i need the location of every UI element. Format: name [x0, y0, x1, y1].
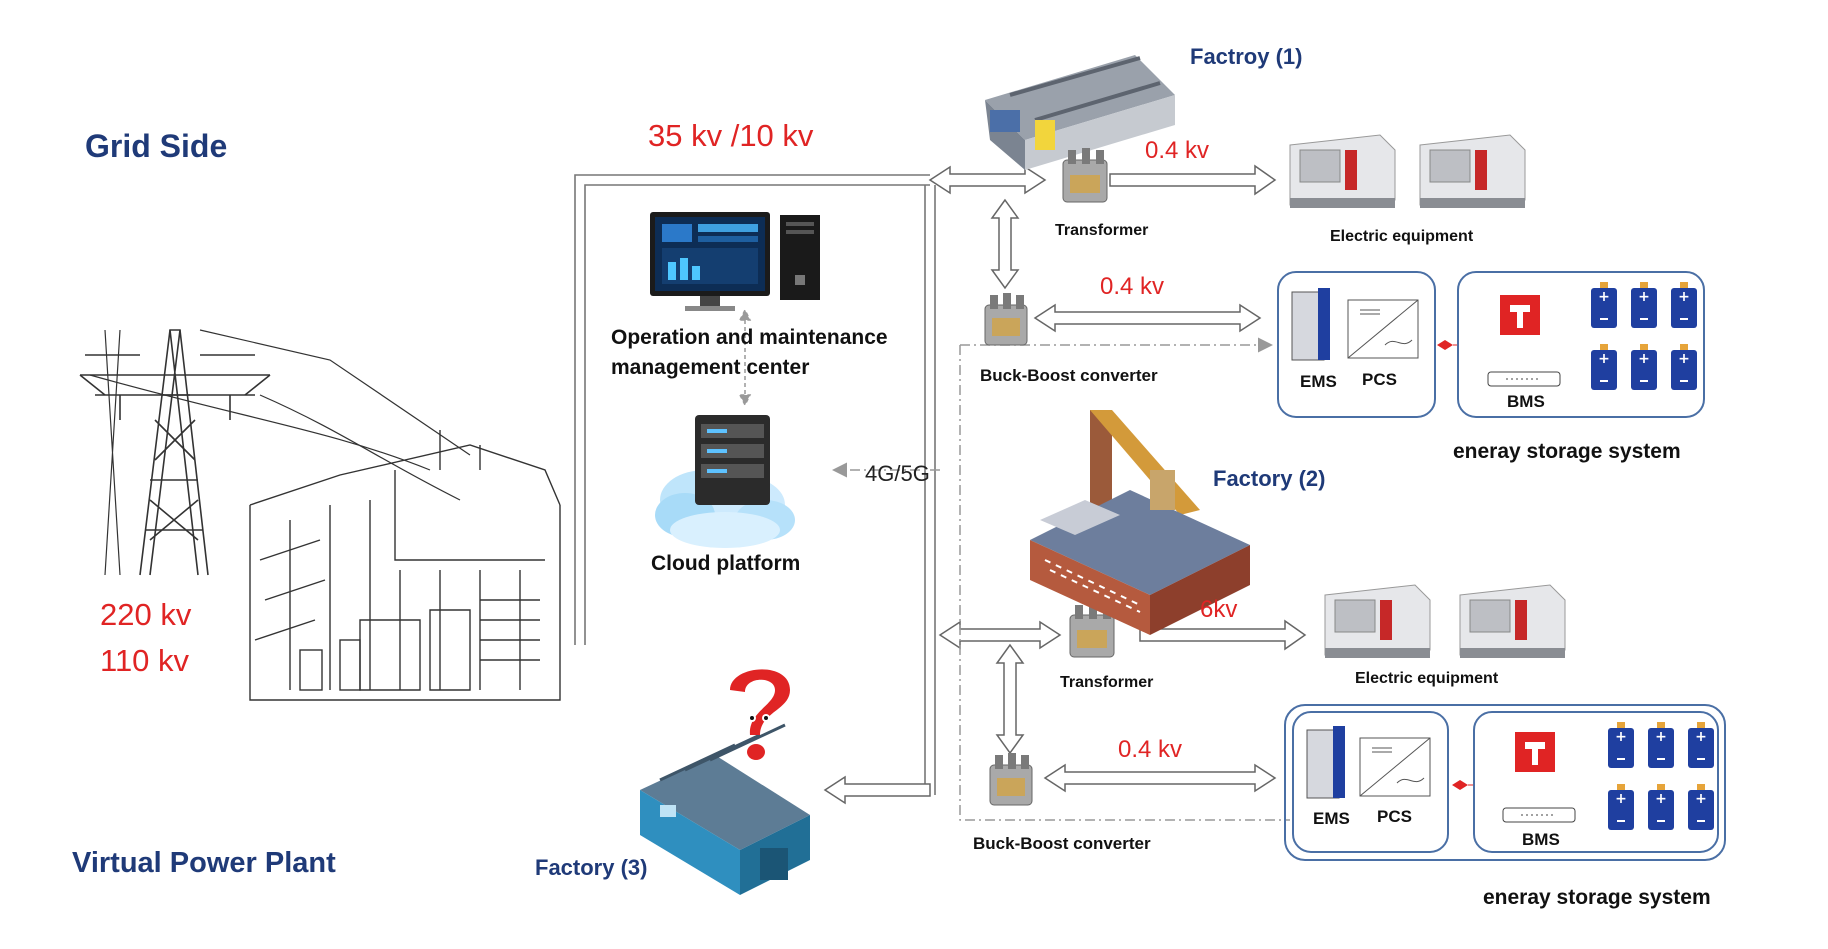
transformer-icon — [984, 293, 1028, 346]
transformer1-to-equipment-arrow — [1109, 164, 1277, 196]
vpp-title: Virtual Power Plant — [72, 847, 336, 879]
equipment2-label: Electric equipment — [1355, 670, 1499, 687]
cnc-machine-icon — [1324, 584, 1431, 658]
battery-icon: + — [1631, 282, 1657, 328]
pcs1-label: PCS — [1362, 370, 1397, 389]
bus-to-transformer1-arrow — [928, 165, 1047, 195]
transformer-icon — [1062, 148, 1108, 203]
grid-voltage-220: 220 kv — [100, 597, 192, 632]
distribution-voltage: 35 kv /10 kv — [648, 118, 814, 153]
bms1-label: BMS — [1507, 392, 1545, 411]
om-cloud-link — [738, 308, 752, 407]
substation-icon — [249, 430, 561, 701]
server-cloud-icon — [655, 415, 795, 548]
transformer2-voltage: 6kv — [1200, 596, 1238, 623]
battery-icon: + — [1648, 722, 1674, 768]
link-diamond — [1452, 780, 1474, 790]
converter1-voltage: 0.4 kv — [1100, 273, 1165, 300]
battery-icon: + — [1648, 784, 1674, 830]
battery-bms-panel — [1473, 711, 1719, 853]
battery-icon: + — [1688, 784, 1714, 830]
battery-icon: + — [1631, 344, 1657, 390]
bus-to-transformer2-arrow — [938, 620, 1062, 650]
cnc-machine-icon — [1289, 134, 1396, 208]
factory2-label: Factory (2) — [1213, 466, 1326, 491]
transformer2-label: Transformer — [1060, 674, 1154, 691]
transformer1-to-converter-arrow — [990, 198, 1020, 290]
transformer2-to-equipment-arrow — [1139, 619, 1307, 651]
storage1-label: eneray storage system — [1453, 440, 1681, 463]
storage2-label: eneray storage system — [1483, 886, 1711, 909]
cloud-platform-label: Cloud platform — [651, 552, 801, 575]
pcs2-label: PCS — [1377, 807, 1412, 826]
main-bus-lines — [574, 174, 936, 795]
converter2-to-storage-arrow — [1043, 763, 1277, 793]
network-label: 4G/5G — [865, 461, 930, 486]
transformer-icon — [1069, 603, 1115, 658]
cnc-machine-icon — [1419, 134, 1526, 208]
battery-bms-panel — [1457, 271, 1705, 418]
factory-icon — [1030, 410, 1250, 635]
battery-icon: + — [1688, 722, 1714, 768]
converter2-label: Buck-Boost converter — [973, 834, 1151, 853]
communication-lines — [832, 337, 1290, 821]
om-center-label-2: management center — [611, 356, 810, 379]
battery-icon: + — [1671, 282, 1697, 328]
battery-icon: + — [1608, 722, 1634, 768]
storage-system-outer — [1284, 704, 1726, 861]
link-diamond — [1437, 340, 1460, 350]
transformer1-label: Transformer — [1055, 222, 1149, 239]
battery-icon: + — [1591, 282, 1617, 328]
transformer-icon — [989, 753, 1033, 806]
factory1-label: Factroy (1) — [1190, 44, 1303, 69]
cnc-machine-icon — [1459, 584, 1566, 658]
factory3-label: Factory (3) — [535, 855, 648, 880]
ems-pcs-panel — [1292, 711, 1449, 853]
converter2-voltage: 0.4 kv — [1118, 736, 1183, 763]
om-center-label-1: Operation and maintenance — [611, 326, 888, 349]
battery-icon: + — [1671, 344, 1697, 390]
grid-side-title: Grid Side — [85, 128, 228, 164]
bms2-label: BMS — [1522, 830, 1560, 849]
converter1-label: Buck-Boost converter — [980, 366, 1158, 385]
ems2-label: EMS — [1313, 809, 1350, 828]
battery-icon: + — [1608, 784, 1634, 830]
grid-voltage-110: 110 kv — [100, 643, 190, 678]
computer-monitor-icon — [650, 212, 820, 311]
equipment1-label: Electric equipment — [1330, 228, 1474, 245]
ems1-label: EMS — [1300, 372, 1337, 391]
transformer2-to-converter-arrow — [995, 643, 1025, 755]
bus-to-factory3-arrow — [823, 775, 931, 805]
transmission-tower-icon — [79, 329, 471, 576]
converter1-to-storage-arrow — [1033, 303, 1262, 333]
transformer1-voltage: 0.4 kv — [1145, 137, 1210, 164]
question-mark-icon — [730, 669, 790, 760]
factory-icon — [640, 723, 810, 895]
battery-icon: + — [1591, 344, 1617, 390]
factory-icon — [985, 55, 1175, 170]
ems-pcs-panel — [1277, 271, 1436, 418]
